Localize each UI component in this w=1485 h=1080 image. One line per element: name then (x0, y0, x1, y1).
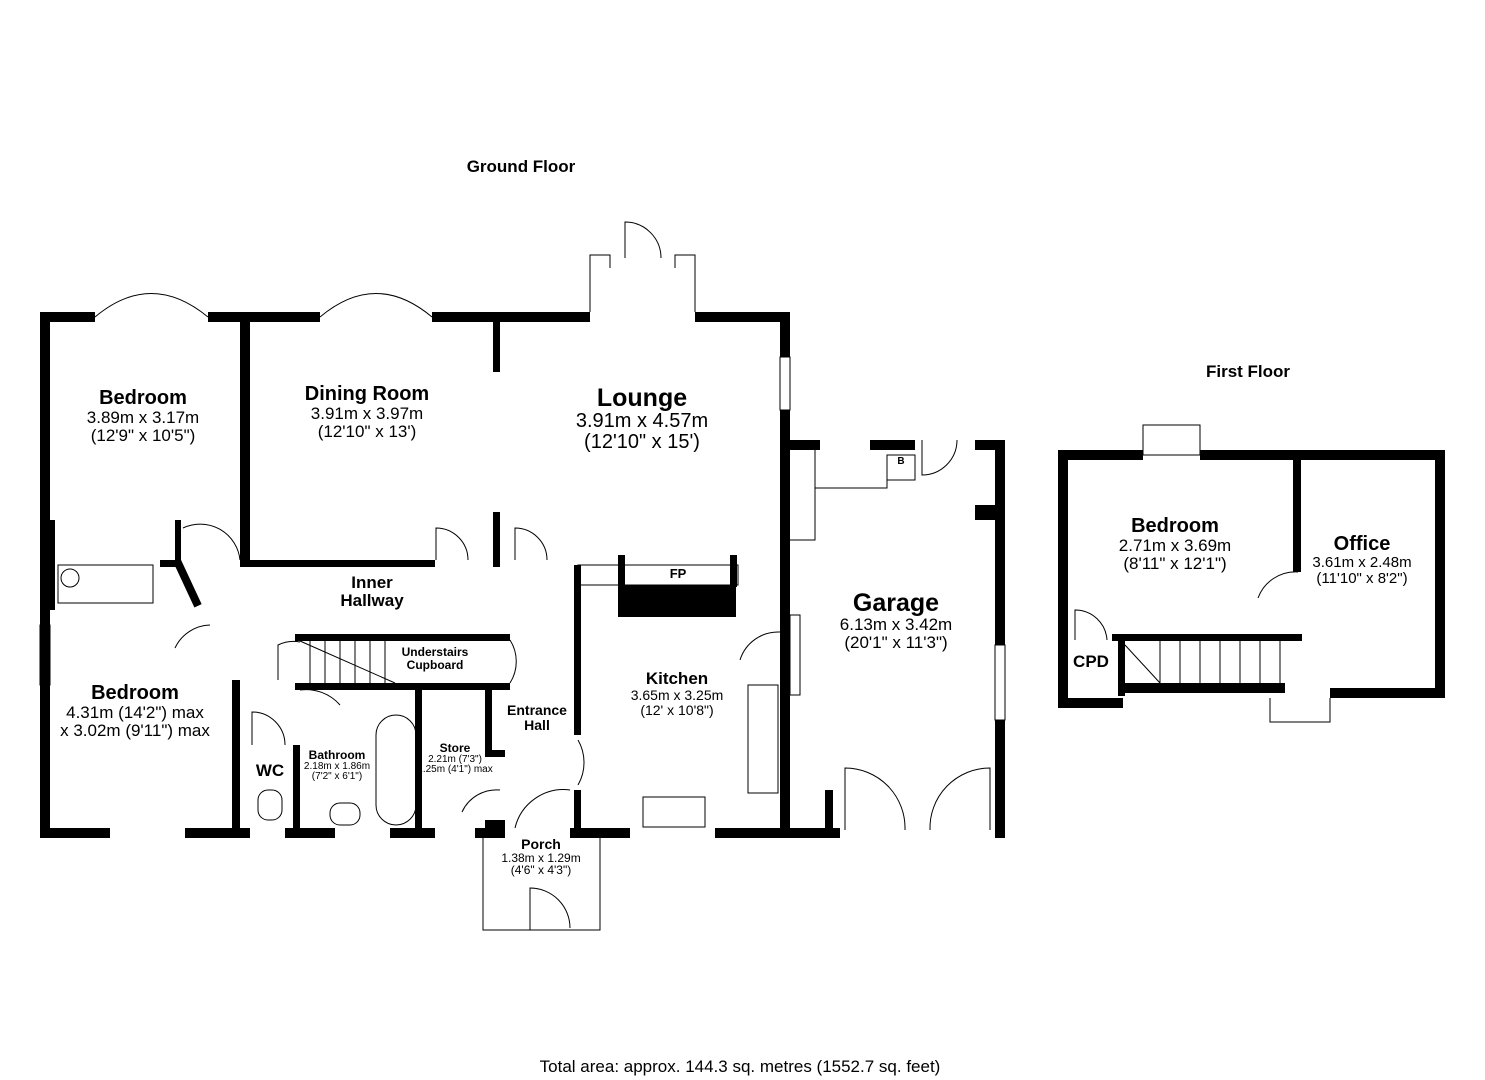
fireplace-label: FP (669, 566, 687, 581)
room-bedroom-2: Bedroom 4.31m (14'2") max x 3.02m (9'11"… (60, 682, 210, 740)
room-garage: Garage 6.13m x 3.42m (20'1" x 11'3") (839, 589, 953, 653)
room-dining: Dining Room 3.91m x 3.97m (12'10" x 13') (304, 383, 430, 441)
room-lounge: Lounge 3.91m x 4.57m (12'10" x 15') (575, 384, 709, 454)
room-store: Store 2.21m (7'3") 1.25m (4'1") max (417, 741, 493, 776)
room-bathroom: Bathroom 2.18m x 1.86m (7'2" x 6'1") (303, 748, 371, 783)
ground-floor-walls (40, 312, 1445, 838)
room-office: Office 3.61m x 2.48m (11'10" x 8'2") (1312, 533, 1412, 587)
room-wc: WC (255, 761, 285, 780)
room-porch: Porch 1.38m x 1.29m (4'6" x 4'3") (501, 836, 581, 878)
room-understairs-cupboard: Understairs Cupboard (401, 645, 469, 672)
doors-windows-fixtures (39, 221, 1331, 931)
room-bedroom-1: Bedroom 3.89m x 3.17m (12'9" x 10'5") (86, 387, 200, 445)
ground-floor-title: Ground Floor (466, 157, 576, 176)
room-cpd: CPD (1073, 652, 1109, 671)
total-area: Total area: approx. 144.3 sq. metres (15… (539, 1057, 941, 1076)
room-first-floor-bedroom: Bedroom 2.71m x 3.69m (8'11" x 12'1") (1118, 515, 1232, 573)
room-inner-hallway: Inner Hallway (340, 573, 404, 610)
room-kitchen: Kitchen 3.65m x 3.25m (12' x 10'8") (630, 669, 724, 718)
boiler-label: B (897, 456, 905, 467)
stair-treads (299, 640, 1281, 684)
room-entrance-hall: Entrance Hall (507, 702, 567, 733)
first-floor-title: First Floor (1205, 362, 1291, 381)
